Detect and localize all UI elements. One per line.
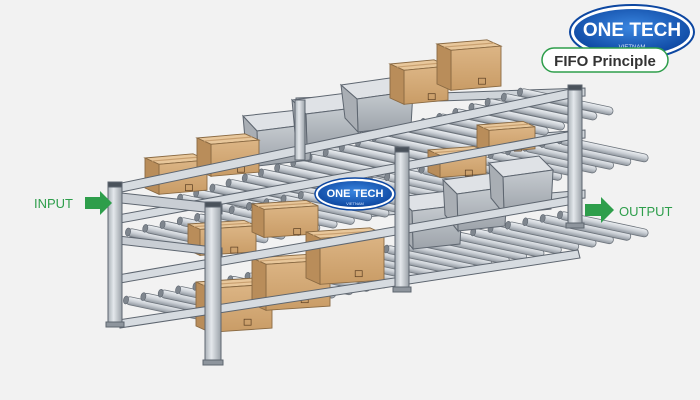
- carton: [388, 59, 450, 105]
- center-logo-name: ONE TECH: [327, 188, 384, 200]
- rack-front-frame: [105, 84, 585, 366]
- fragile-symbol-icon: [427, 93, 436, 101]
- input-indicator: INPUT: [34, 191, 112, 215]
- rack-post: [294, 99, 306, 161]
- arrow-right-icon: [585, 197, 614, 223]
- fragile-symbol-icon: [293, 228, 302, 235]
- brand-logo: ONE TECH VIETNAM: [569, 4, 695, 60]
- cartons: [143, 39, 536, 333]
- carton: [435, 39, 503, 91]
- fragile-symbol-icon: [354, 270, 363, 278]
- fragile-symbol-icon: [478, 77, 486, 85]
- crate: [487, 155, 555, 216]
- fragile-symbol-icon: [230, 246, 239, 254]
- fragile-symbol-icon: [464, 169, 473, 177]
- caption-text: FIFO Principle: [554, 53, 656, 70]
- rack-post: [204, 204, 222, 364]
- output-label: OUTPUT: [619, 204, 673, 219]
- fragile-symbol-icon: [243, 318, 252, 326]
- brand-name: ONE TECH: [583, 20, 681, 41]
- center-logo: ONE TECH VIETNAM: [314, 177, 396, 211]
- input-label: INPUT: [34, 196, 73, 211]
- rack-post: [107, 184, 123, 326]
- arrow-right-icon: [85, 191, 112, 215]
- fragile-symbol-icon: [185, 184, 193, 192]
- center-logo-tagline: VIETNAM: [346, 201, 364, 206]
- rack-post: [394, 149, 410, 291]
- caption-pill: FIFO Principle: [541, 47, 669, 73]
- output-indicator: OUTPUT: [585, 197, 673, 223]
- rack-post: [567, 87, 583, 227]
